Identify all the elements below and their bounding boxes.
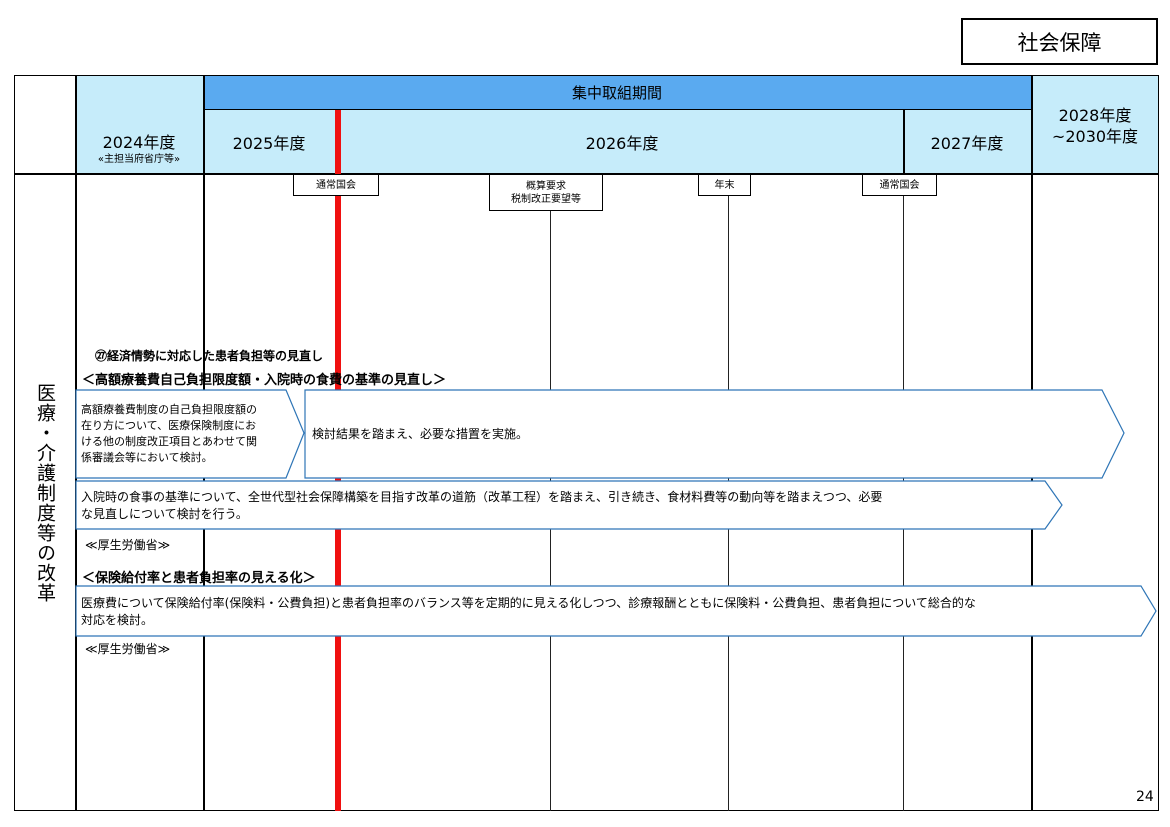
header-divider bbox=[14, 173, 1159, 175]
milestone-label: 通常国会 bbox=[316, 179, 356, 191]
text-line: な見直しについて検討を行う。 bbox=[81, 507, 248, 521]
section-title-2: ＜保険給付率と患者負担率の見える化＞ bbox=[82, 571, 316, 586]
row-title: 医療・介護制度等の改革 bbox=[34, 382, 56, 603]
milestone-label: 年末 bbox=[714, 179, 735, 191]
fy-row bbox=[203, 110, 1031, 173]
milestone-budget-request: 概算要求 税制改正要望等 bbox=[489, 174, 603, 211]
arrow-box-2-text: 検討結果を踏まえ、必要な措置を実施。 bbox=[312, 427, 529, 441]
item-title: ㉗経済情勢に対応した患者負担等の見直し bbox=[95, 349, 324, 363]
text-line: 係審議会等において検討。 bbox=[81, 451, 213, 464]
section-title-1: ＜高額療養費自己負担限度額・入院時の食費の基準の見直し＞ bbox=[82, 373, 447, 388]
page-number: 24 bbox=[1136, 789, 1154, 805]
arrow-box-3 bbox=[75, 480, 1063, 530]
column-divider bbox=[903, 110, 905, 173]
milestone-label: 通常国会 bbox=[879, 179, 920, 191]
text-line: ける他の制度改正項目とあわせて関 bbox=[81, 435, 257, 448]
arrow-box-4-text: 医療費について保険給付率(保険料・公費負担)と患者負担率のバランス等を定期的に見… bbox=[81, 595, 976, 629]
fy2024-sublabel: «主担当府省庁等» bbox=[97, 154, 181, 165]
fy2024-header: 2024年度 «主担当府省庁等» bbox=[75, 75, 203, 173]
text-line: 高額療養費制度の自己負担限度額の bbox=[81, 403, 257, 416]
text-line: 在り方について、医療保険制度にお bbox=[81, 419, 257, 432]
fy2026-label: 2026年度 bbox=[585, 134, 659, 153]
milestone-label: 税制改正要望等 bbox=[511, 193, 581, 205]
arrow-box-4 bbox=[75, 585, 1157, 637]
arrow-box-1 bbox=[75, 389, 305, 479]
fy2028-label: 2028年度 bbox=[1058, 106, 1132, 125]
arrow-box-1-text: 高額療養費制度の自己負担限度額の 在り方について、医療保険制度にお ける他の制度… bbox=[81, 402, 291, 466]
fy2024-label: 2024年度 bbox=[102, 133, 176, 152]
category-label: 社会保障 bbox=[961, 18, 1158, 65]
milestone-year-end: 年末 bbox=[698, 174, 751, 196]
fy2030-label: ~2030年度 bbox=[1051, 127, 1139, 146]
milestone-label: 概算要求 bbox=[526, 180, 566, 192]
text-line: 医療費について保険給付率(保険料・公費負担)と患者負担率のバランス等を定期的に見… bbox=[81, 596, 976, 610]
table-frame bbox=[14, 75, 1159, 811]
focus-period-header: 集中取組期間 bbox=[203, 75, 1031, 110]
milestone-ordinary-diet: 通常国会 bbox=[293, 174, 379, 196]
arrow-box-2 bbox=[304, 389, 1125, 479]
arrow-box-3-text: 入院時の食事の基準について、全世代型社会保障構築を目指す改革の道筋（改革工程）を… bbox=[81, 489, 882, 523]
text-line: 入院時の食事の基準について、全世代型社会保障構築を目指す改革の道筋（改革工程）を… bbox=[81, 490, 883, 504]
text-line: 対応を検討。 bbox=[81, 613, 154, 627]
milestone-ordinary-diet-2027: 通常国会 bbox=[862, 174, 937, 196]
ministry-label-2: ≪厚生労働省≫ bbox=[85, 642, 171, 656]
fy2027-label: 2027年度 bbox=[930, 134, 1004, 153]
ministry-label-1: ≪厚生労働省≫ bbox=[85, 538, 171, 552]
fy2028-header: 2028年度 ~2030年度 bbox=[1031, 75, 1159, 173]
fy2025-label: 2025年度 bbox=[232, 134, 306, 153]
